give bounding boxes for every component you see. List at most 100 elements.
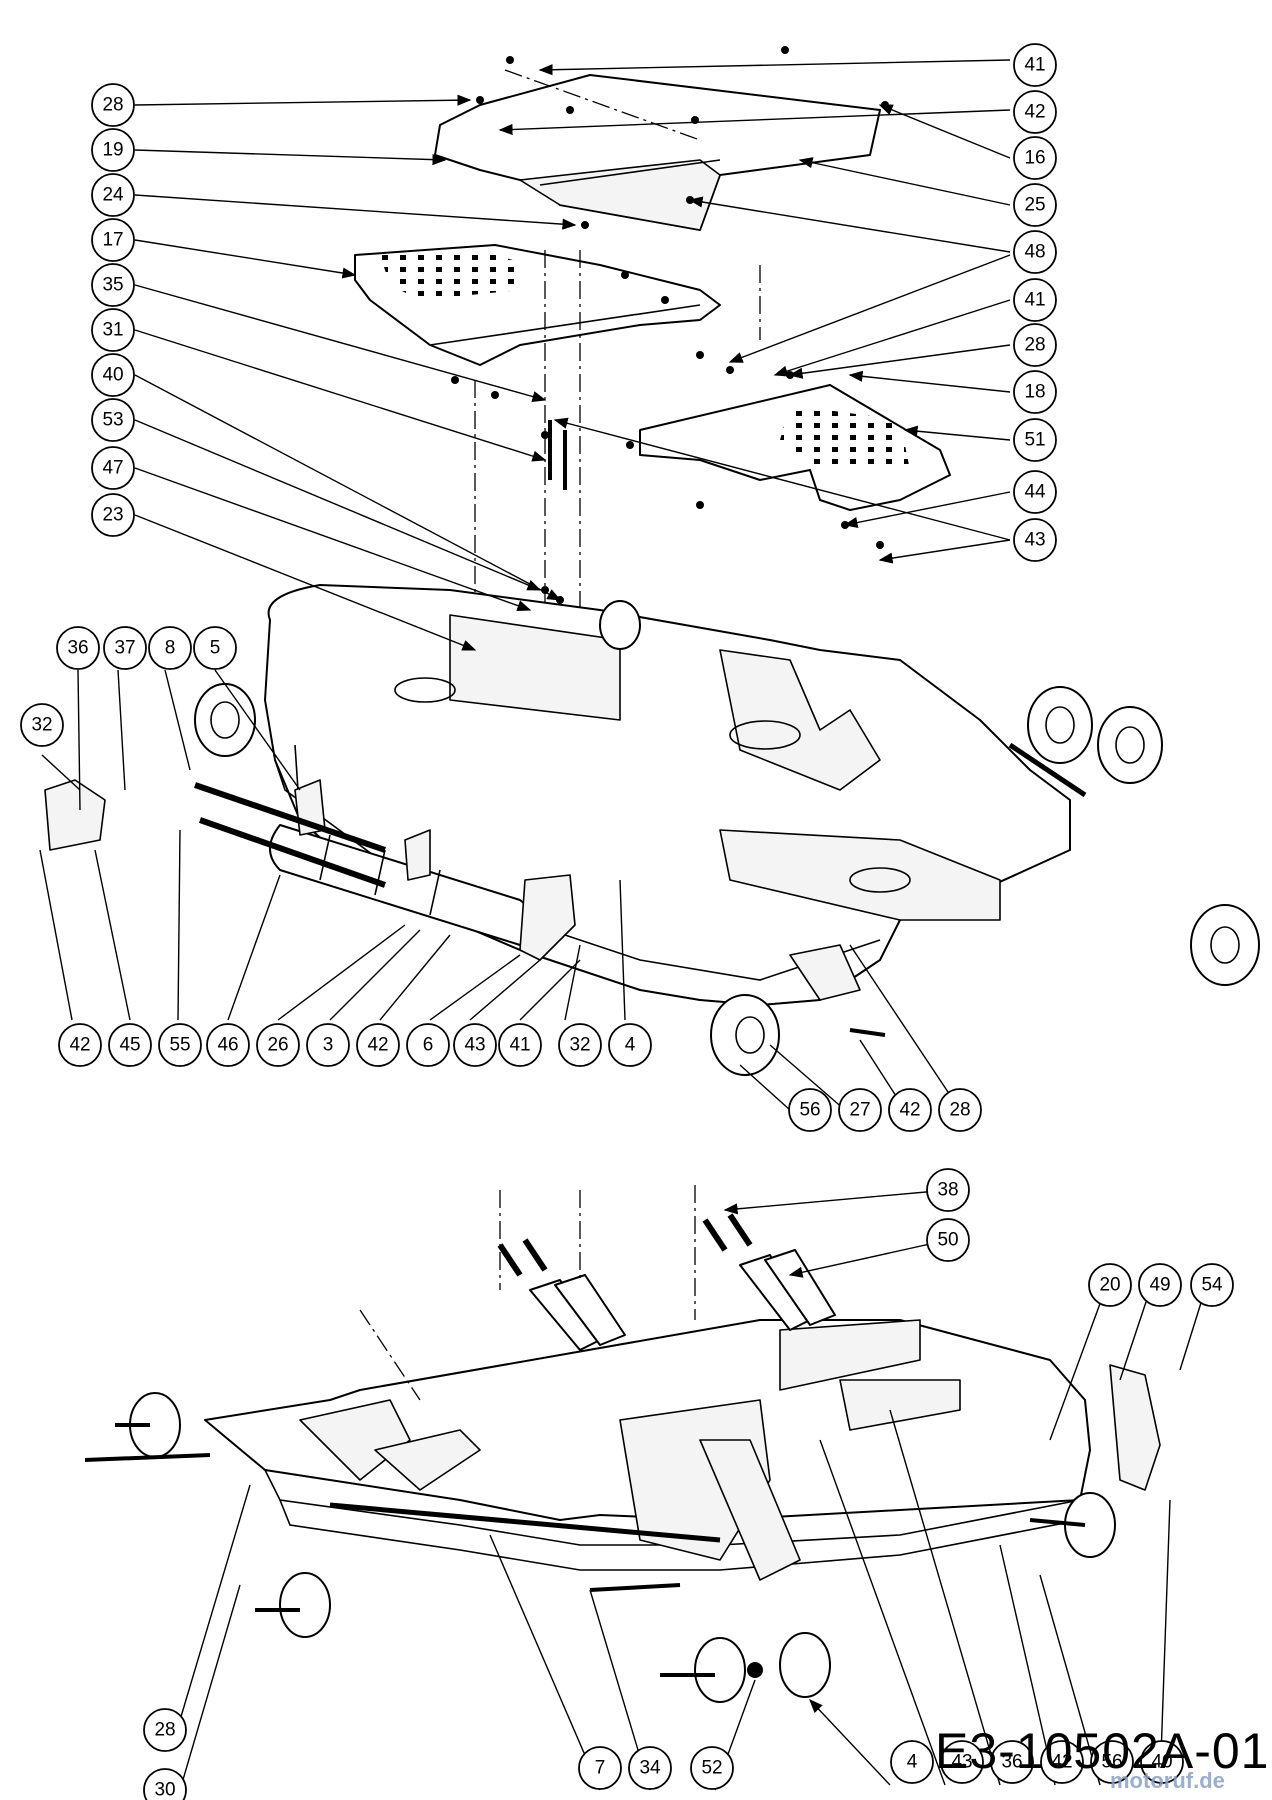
svg-text:44: 44 [1024, 482, 1046, 503]
callout: 5 [193, 626, 237, 670]
callout: 18 [1013, 370, 1057, 414]
callout: 50 [926, 1218, 970, 1262]
svg-text:42: 42 [1051, 1752, 1072, 1773]
callout: 17 [91, 218, 135, 262]
callout: 20 [1088, 1263, 1132, 1307]
callout-leaders [39, 59, 1206, 1791]
callout: 54 [1190, 1263, 1234, 1307]
svg-text:51: 51 [1024, 430, 1045, 451]
svg-text:16: 16 [1024, 148, 1045, 169]
callout: 34 [628, 1746, 672, 1790]
callout: 42 [1040, 1740, 1084, 1784]
svg-text:37: 37 [114, 638, 135, 659]
svg-text:27: 27 [849, 1100, 870, 1121]
callout: 51 [1013, 418, 1057, 462]
svg-text:6: 6 [423, 1035, 434, 1056]
mower-deck-housing [264, 584, 1071, 1006]
svg-text:30: 30 [154, 1780, 175, 1800]
svg-text:55: 55 [169, 1035, 190, 1056]
callout: 27 [838, 1088, 882, 1132]
callout: 28 [143, 1708, 187, 1752]
svg-text:47: 47 [102, 458, 123, 479]
svg-text:28: 28 [949, 1100, 970, 1121]
callout: 25 [1013, 183, 1057, 227]
svg-text:19: 19 [102, 140, 123, 161]
callout: 55 [158, 1023, 202, 1067]
svg-text:26: 26 [267, 1035, 288, 1056]
svg-text:43: 43 [951, 1752, 972, 1773]
callout: 4 [608, 1023, 652, 1067]
callout: 42 [58, 1023, 102, 1067]
anti-scalp-wheels-lower [115, 1392, 1116, 1703]
springs [529, 1249, 836, 1351]
svg-text:36: 36 [1001, 1752, 1022, 1773]
svg-text:31: 31 [102, 320, 123, 341]
callouts-upper: 41 42 28 19 24 17 35 31 40 53 47 23 16 2… [20, 43, 1057, 1132]
svg-text:35: 35 [102, 275, 123, 296]
svg-text:41: 41 [1024, 55, 1045, 76]
svg-text:42: 42 [367, 1035, 388, 1056]
svg-text:40: 40 [1151, 1752, 1172, 1773]
callout: 36 [990, 1740, 1034, 1784]
svg-text:56: 56 [799, 1100, 820, 1121]
svg-text:56: 56 [1101, 1752, 1122, 1773]
svg-text:23: 23 [102, 505, 123, 526]
svg-text:4: 4 [625, 1035, 636, 1056]
callout: 41 [1013, 278, 1057, 322]
watermark-logo: motoruf.de [1110, 1768, 1225, 1793]
callout: 4 [890, 1740, 934, 1784]
callout: 40 [91, 353, 135, 397]
callout: 35 [91, 263, 135, 307]
svg-text:40: 40 [102, 365, 123, 386]
svg-text:50: 50 [937, 1230, 958, 1251]
callout: 26 [256, 1023, 300, 1067]
svg-text:43: 43 [1024, 530, 1045, 551]
svg-text:52: 52 [701, 1758, 722, 1779]
svg-text:20: 20 [1099, 1275, 1120, 1296]
svg-text:25: 25 [1024, 195, 1045, 216]
anti-scalp-wheels-upper [194, 600, 1260, 1076]
callout: 28 [91, 83, 135, 127]
callout: 52 [690, 1746, 734, 1790]
callout: 38 [926, 1168, 970, 1212]
callout: 37 [103, 626, 147, 670]
callout: 19 [91, 128, 135, 172]
svg-text:38: 38 [937, 1180, 958, 1201]
callout: 30 [143, 1768, 187, 1800]
svg-text:42: 42 [69, 1035, 90, 1056]
svg-text:28: 28 [154, 1720, 175, 1741]
svg-text:8: 8 [165, 638, 176, 659]
svg-text:5: 5 [210, 638, 221, 659]
callout: 16 [1013, 136, 1057, 180]
svg-text:32: 32 [31, 715, 52, 736]
svg-text:34: 34 [639, 1758, 661, 1779]
callout: 48 [1013, 230, 1057, 274]
side-plate [1109, 1364, 1161, 1491]
callout: 49 [1138, 1263, 1182, 1307]
callout: 24 [91, 173, 135, 217]
svg-text:48: 48 [1024, 242, 1045, 263]
callout: 41 [498, 1023, 542, 1067]
svg-text:32: 32 [569, 1035, 590, 1056]
callout: 41 [1013, 43, 1057, 87]
svg-text:36: 36 [67, 638, 88, 659]
svg-text:42: 42 [899, 1100, 920, 1121]
callout: 42 [1013, 90, 1057, 134]
callout: 32 [20, 703, 64, 747]
svg-text:45: 45 [119, 1035, 140, 1056]
callout: 23 [91, 493, 135, 537]
svg-text:53: 53 [102, 410, 123, 431]
svg-text:42: 42 [1024, 102, 1045, 123]
callout: 36 [56, 626, 100, 670]
svg-text:7: 7 [595, 1758, 606, 1779]
callout: 44 [1013, 470, 1057, 514]
svg-text:24: 24 [102, 185, 124, 206]
callout: 8 [148, 626, 192, 670]
callout: 7 [578, 1746, 622, 1790]
svg-text:28: 28 [1024, 335, 1045, 356]
callout: 56 [1090, 1740, 1134, 1784]
svg-text:3: 3 [323, 1035, 334, 1056]
svg-text:43: 43 [464, 1035, 485, 1056]
callout: 43 [1013, 518, 1057, 562]
